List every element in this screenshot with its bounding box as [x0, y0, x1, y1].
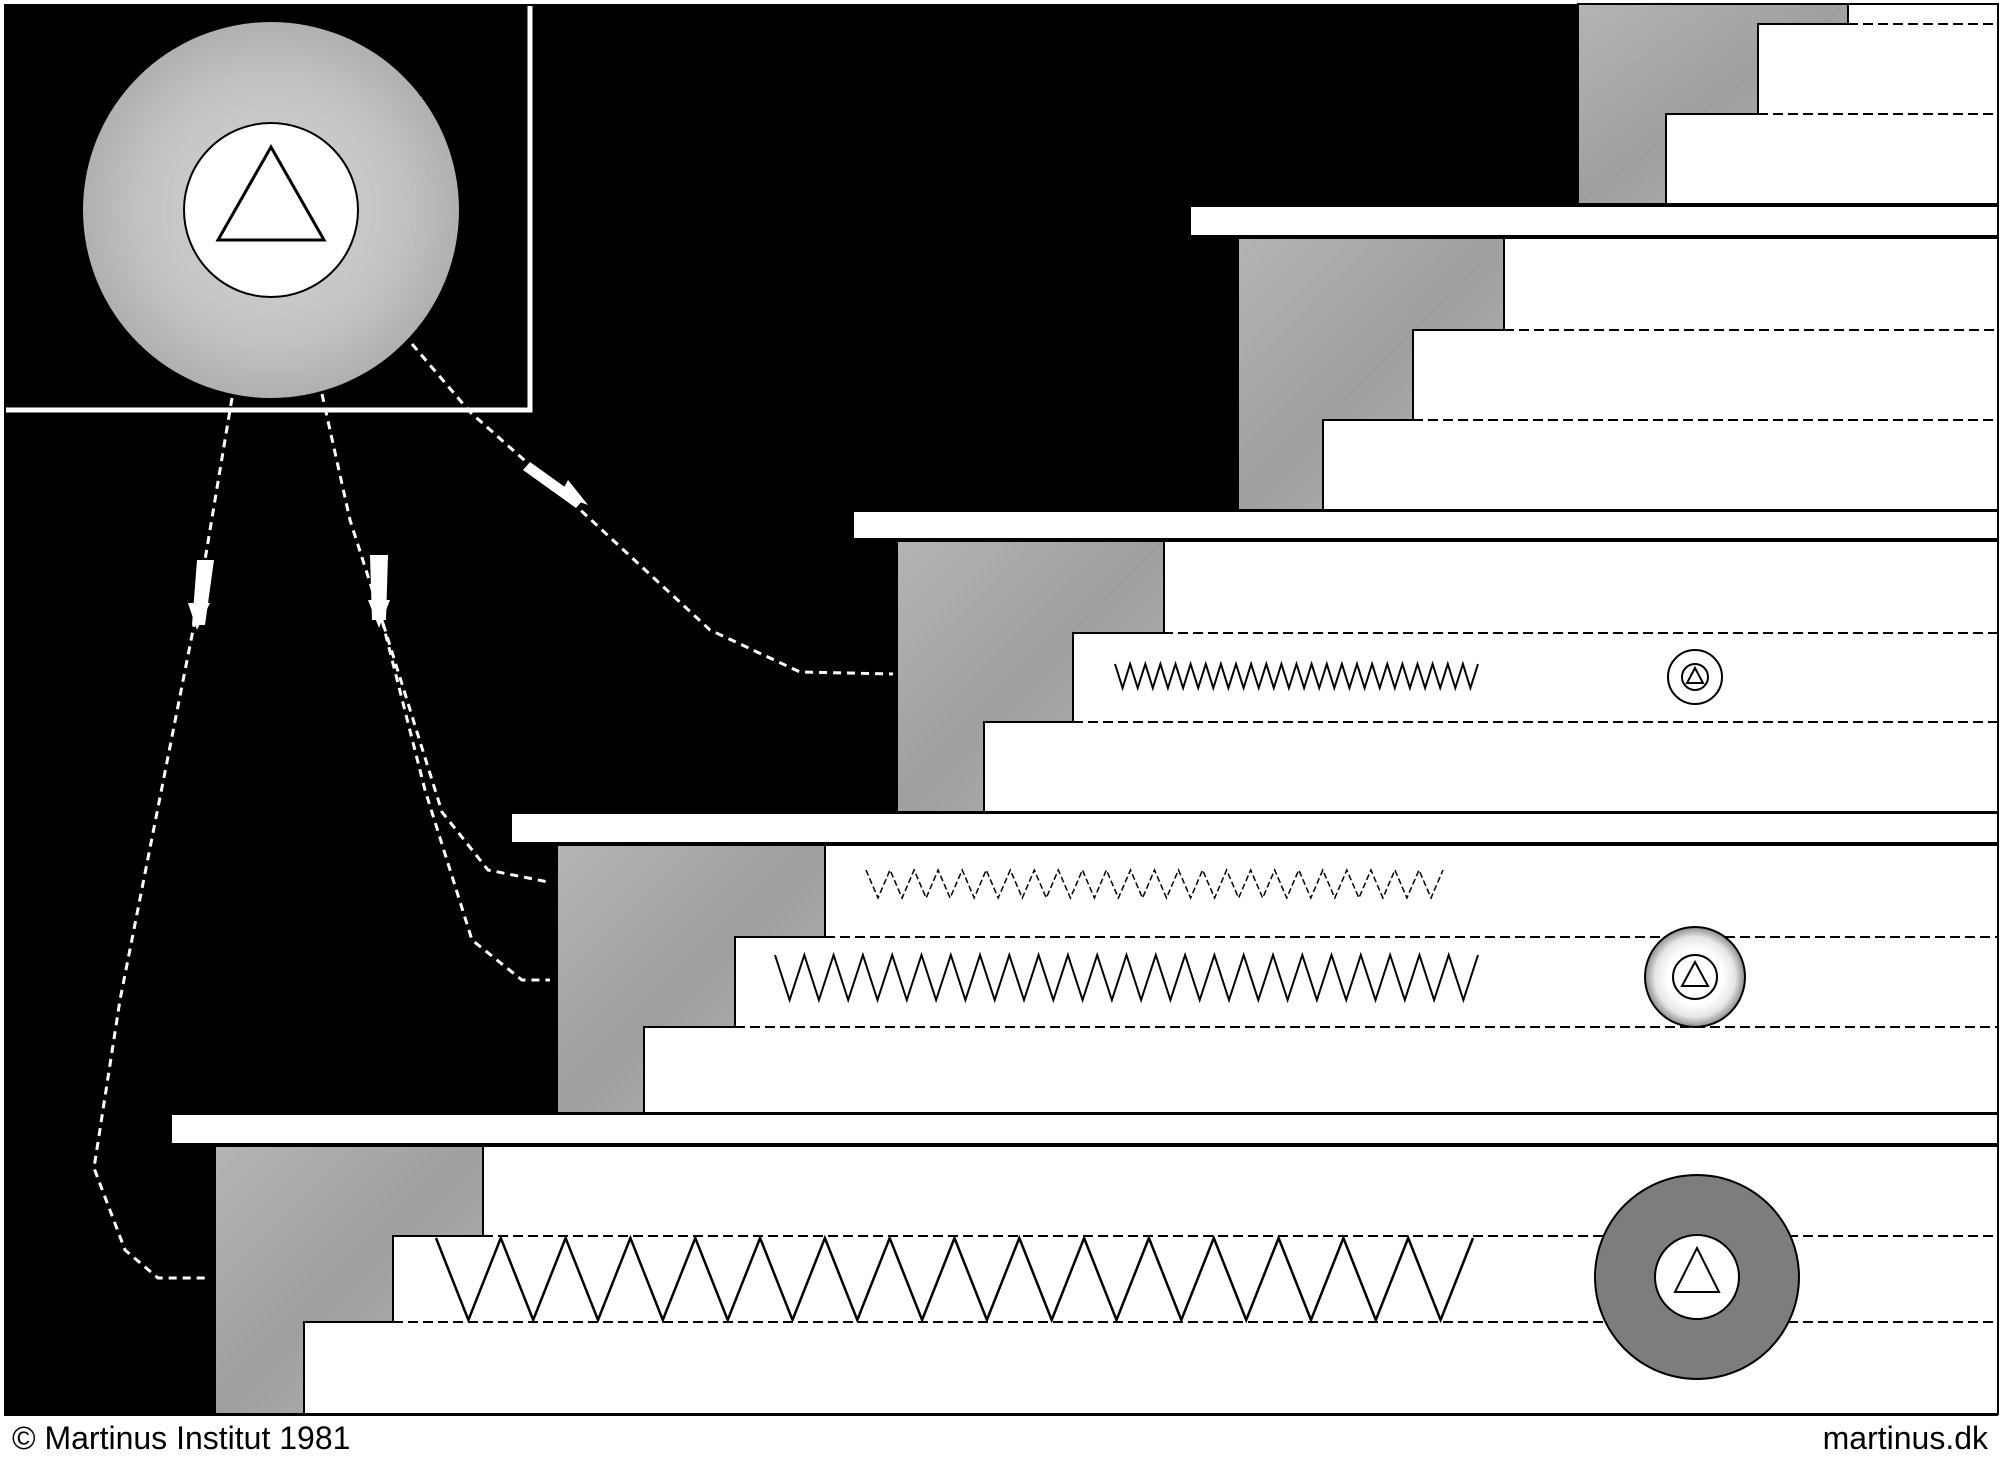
- zigzag-wave-medium: [774, 951, 1479, 1004]
- step-block-bottom: [214, 1145, 1999, 1415]
- step-block-top: [1577, 3, 1999, 205]
- ledge-4: [170, 1113, 1999, 1145]
- white-stair-4: [643, 844, 1999, 1114]
- step-block-2: [1237, 237, 1999, 511]
- triangle-in-circle-icon: [1594, 1174, 1800, 1380]
- website-caption: martinus.dk: [1822, 1420, 1988, 1456]
- arrow-icon: [560, 480, 588, 505]
- zigzag-wave-small: [1114, 660, 1479, 692]
- dashed-path-to-block-4: [320, 393, 549, 884]
- step-block-3: [896, 540, 1999, 813]
- ledge-2: [852, 510, 1999, 540]
- copyright-caption: © Martinus Institut 1981: [12, 1420, 351, 1456]
- zigzag-wave-large: [434, 1234, 1475, 1324]
- triangle-in-circle-icon: [1667, 649, 1723, 705]
- step-block-4: [556, 844, 1999, 1114]
- triangle-icon: [215, 143, 327, 242]
- source-panel: [6, 6, 533, 413]
- arrow-icon: [368, 600, 390, 628]
- arrows: [188, 462, 588, 630]
- dashed-path-to-block-3: [410, 343, 894, 676]
- white-stair-2: [1322, 237, 1999, 511]
- triangle-in-circle-icon: [1644, 926, 1746, 1028]
- zigzag-wave-faint: [865, 868, 1444, 900]
- white-stair-top: [1665, 3, 1999, 205]
- dashed-path-to-block-4-lower: [380, 619, 550, 982]
- ledge-3: [510, 812, 1999, 844]
- arrow-icon: [188, 603, 210, 630]
- ledge-1: [1189, 205, 1999, 237]
